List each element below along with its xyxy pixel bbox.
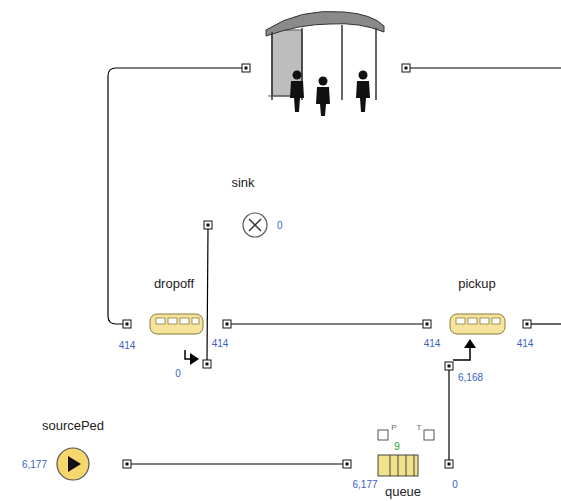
person-head — [319, 77, 328, 86]
flow-connector — [131, 463, 343, 464]
count-number: 0 — [175, 368, 181, 380]
port-square — [123, 460, 131, 468]
pickup-block: pickup4144146,168 — [423, 309, 531, 370]
port-square — [343, 460, 351, 468]
enter-arrow-head — [464, 339, 476, 348]
person-body — [290, 81, 304, 112]
bus-window — [480, 318, 489, 324]
person-body — [356, 81, 370, 112]
play-triangle — [68, 456, 81, 472]
count-number: 414 — [119, 340, 136, 352]
block-label: sink — [231, 175, 254, 191]
exit-arrow-head — [190, 353, 199, 365]
port-square — [204, 221, 212, 229]
wire — [410, 67, 561, 68]
port-square — [203, 360, 211, 368]
count-number: 0 — [277, 220, 283, 232]
bus-body — [450, 314, 505, 334]
block-label: pickup — [458, 276, 496, 292]
wire — [108, 68, 242, 324]
shelter-roof — [266, 11, 384, 36]
bus-window — [468, 318, 477, 324]
queue-slots — [390, 455, 414, 476]
bus-window — [456, 318, 465, 324]
port-square — [445, 460, 453, 468]
count-number: 0 — [452, 479, 458, 491]
enter-arrow — [453, 347, 470, 360]
port-dot — [448, 463, 451, 466]
ports — [123, 64, 531, 468]
block-label: queue — [385, 484, 421, 500]
sink-symbol — [243, 213, 267, 237]
count-number: 414 — [212, 338, 229, 350]
port-dot — [126, 463, 129, 466]
bus-window — [168, 318, 177, 324]
source-symbol — [57, 448, 89, 480]
port-letter: P — [391, 423, 396, 433]
person-head — [293, 71, 302, 80]
port-square — [123, 320, 131, 328]
port-dot — [226, 323, 229, 326]
dropoff-bus-symbol — [150, 314, 203, 334]
port-square — [223, 320, 231, 328]
exit-arrow — [185, 350, 190, 359]
port-dot — [126, 323, 129, 326]
count-number: 414 — [424, 338, 441, 350]
dropoff-block: dropoff4144140 — [123, 309, 231, 368]
bus-window — [156, 318, 165, 324]
port-dot — [426, 323, 429, 326]
sink-cross — [249, 219, 261, 231]
bus-stop-illustration — [266, 11, 384, 116]
port-square — [523, 320, 531, 328]
count-number: 414 — [517, 338, 534, 350]
port-square — [402, 64, 410, 72]
queue-port-p — [378, 430, 388, 440]
capacity-number: 9 — [394, 441, 400, 453]
port-square — [445, 362, 453, 370]
port-square — [242, 64, 250, 72]
shelter-pillar — [341, 25, 343, 100]
bus-window — [192, 318, 199, 324]
port-letter: T — [417, 423, 422, 433]
source-block: sourcePed6,177 — [54, 445, 131, 483]
queue-symbol — [378, 455, 418, 476]
flow-connector — [448, 370, 449, 460]
pickup-bus-symbol — [450, 314, 505, 334]
person-body — [316, 87, 330, 116]
sink-block: sink0 — [204, 213, 270, 237]
person-head — [359, 71, 368, 80]
queue-block: queue9PT6,1770 — [343, 430, 453, 472]
shelter-pillar — [375, 28, 377, 100]
wire — [531, 323, 561, 324]
people-silhouettes — [290, 71, 370, 117]
count-number: 6,177 — [22, 459, 47, 471]
bus-window — [180, 318, 189, 324]
port-dot — [245, 67, 248, 70]
bus-window — [492, 318, 500, 324]
port-dot — [448, 365, 451, 368]
flow-connector — [231, 323, 423, 324]
port-dot — [206, 363, 209, 366]
port-dot — [405, 67, 408, 70]
port-dot — [346, 463, 349, 466]
block-label: sourcePed — [42, 418, 104, 434]
shelter-pillar — [271, 32, 273, 100]
port-dot — [526, 323, 529, 326]
queue-port-t — [424, 430, 434, 440]
bus-body — [150, 314, 203, 334]
count-number: 6,168 — [458, 372, 483, 384]
count-number: 6,177 — [352, 479, 377, 491]
block-label: dropoff — [154, 276, 194, 292]
port-dot — [207, 224, 210, 227]
port-square — [423, 320, 431, 328]
flow-connector — [207, 229, 208, 360]
